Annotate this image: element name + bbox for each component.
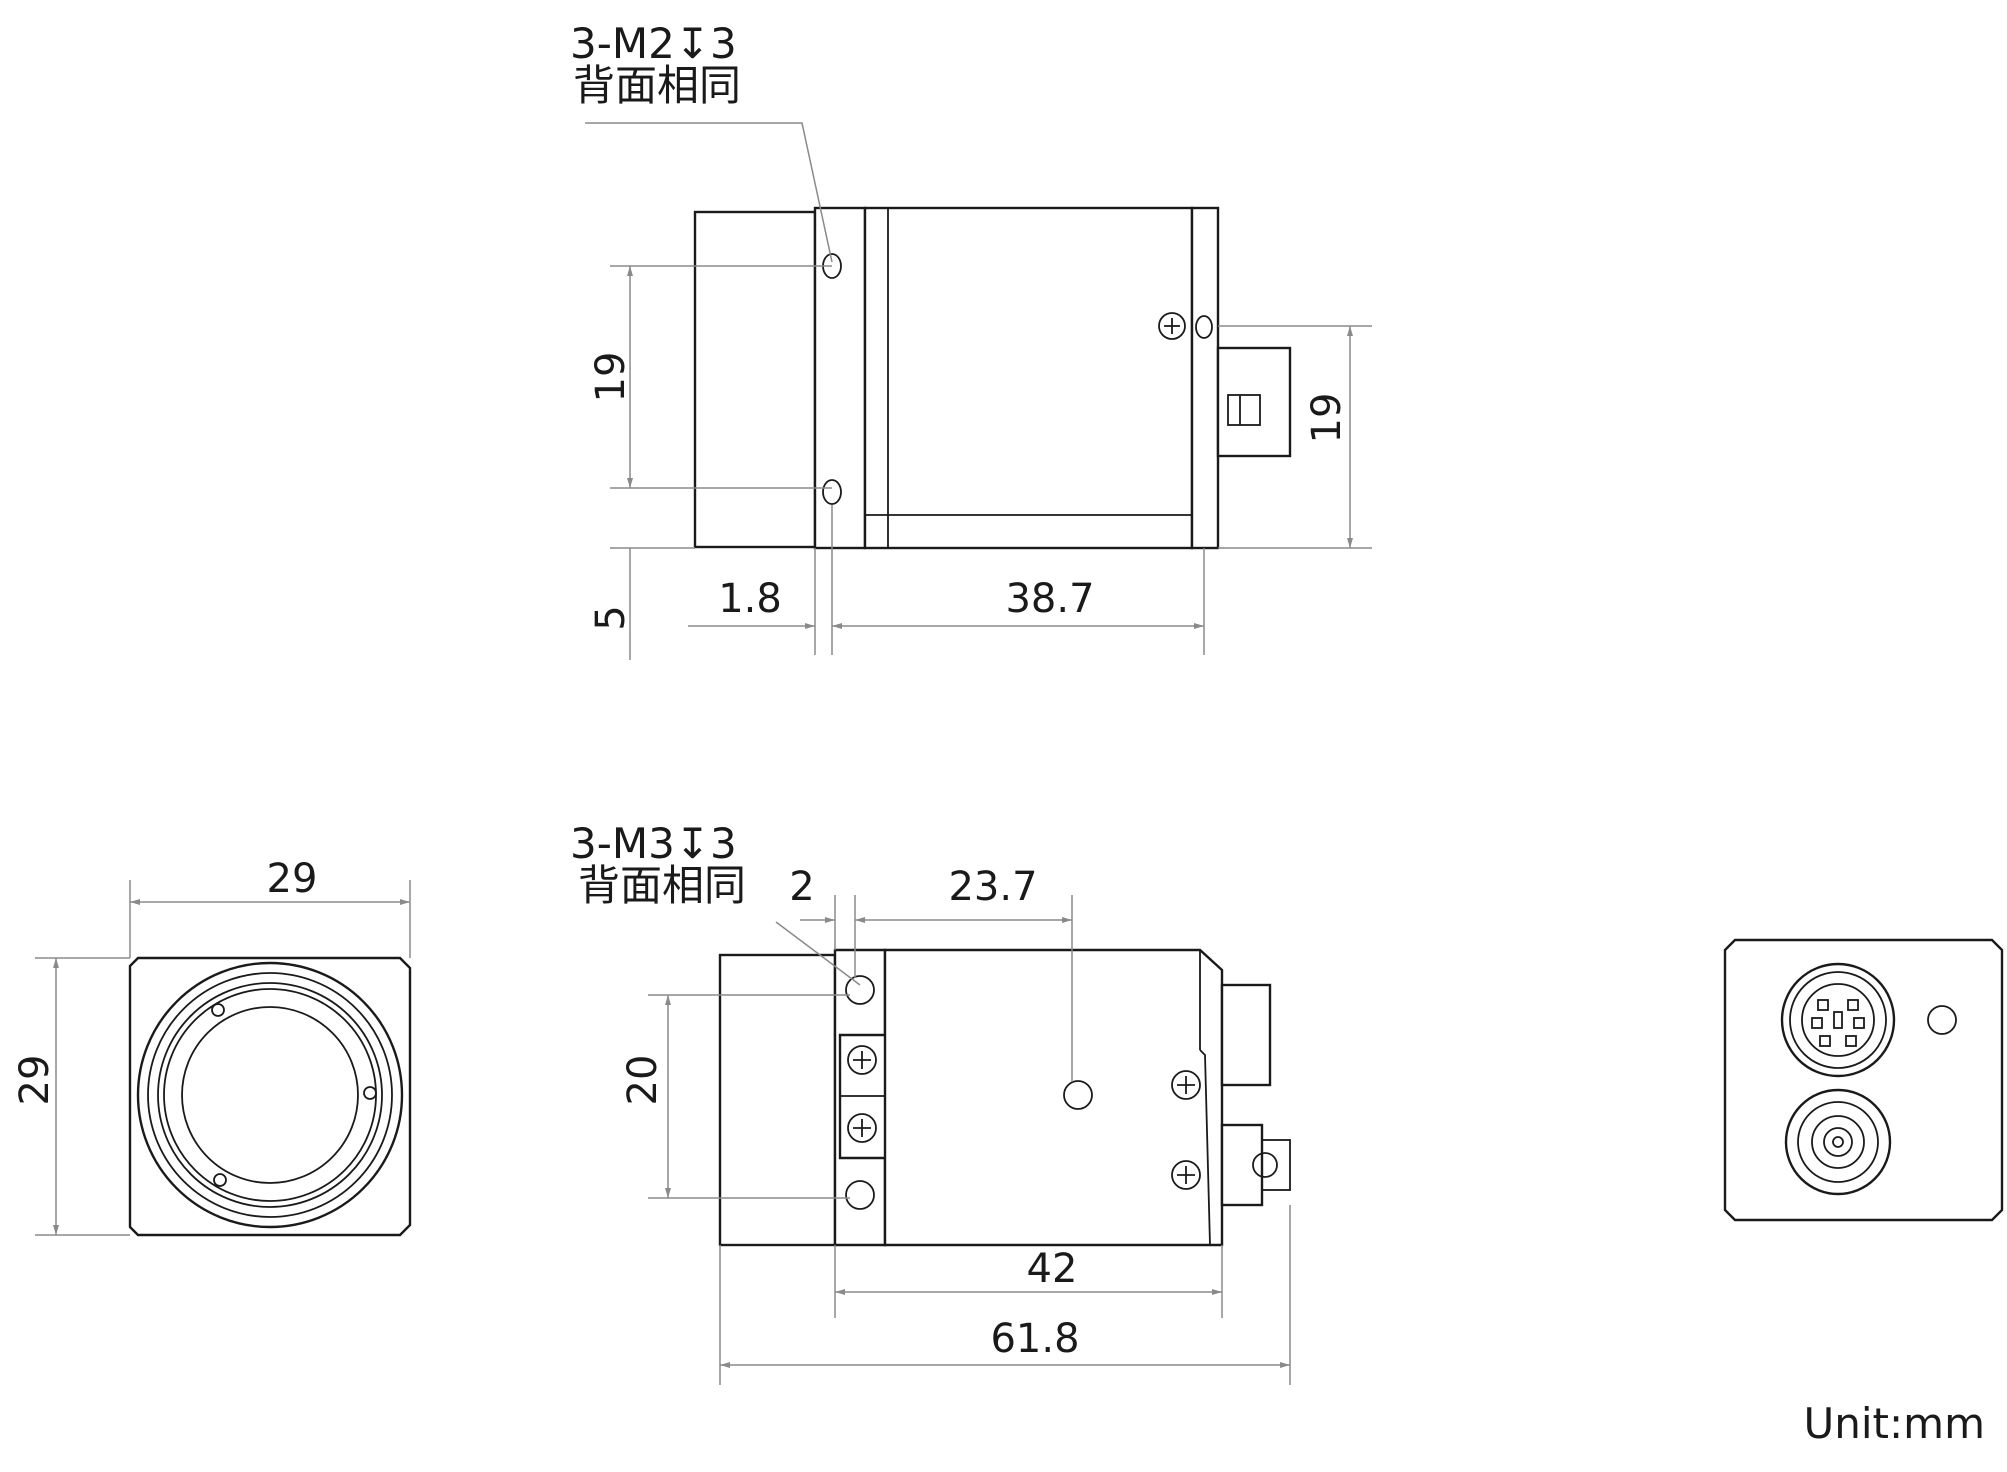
io-connector-icon — [1780, 962, 1896, 1078]
screw-icon — [847, 1045, 877, 1075]
mount-hole-icon — [363, 1086, 377, 1100]
dim-flange: 1.8 — [718, 576, 782, 622]
hole-note-line2: 背面相同 — [578, 861, 746, 910]
units-label: Unit:mm — [1804, 1399, 1985, 1448]
top-side-view: 3-M2↧3 背面相同 19 5 19 1.8 38.7 — [570, 19, 1372, 660]
mount-hole-icon — [822, 479, 842, 505]
mount-hole-icon — [213, 1173, 227, 1187]
dim-width: 29 — [267, 856, 318, 902]
dim-total: 61.8 — [990, 1316, 1079, 1362]
dim-offset: 5 — [588, 605, 634, 630]
mount-hole-icon — [845, 975, 875, 1005]
bnc-connector — [1220, 1123, 1264, 1207]
hole-note-line2: 背面相同 — [573, 61, 741, 110]
status-hole-icon — [1927, 1005, 1957, 1035]
lens-mount — [718, 953, 837, 1247]
rear-view — [1723, 938, 2004, 1222]
bnc-connector-icon — [1784, 1088, 1892, 1196]
screw-icon — [1171, 1160, 1201, 1190]
dim-height-left: 19 — [588, 352, 634, 403]
hole-note-line1: 3-M3↧3 — [570, 819, 737, 868]
screw-icon — [847, 1113, 877, 1143]
dim-height: 20 — [620, 1055, 666, 1106]
mount-hole-icon — [845, 1180, 875, 1210]
camera-body — [863, 206, 1194, 550]
connector — [1216, 346, 1292, 458]
screw-icon — [1158, 312, 1186, 340]
back-plate — [1190, 206, 1220, 550]
dim-flange: 2 — [789, 864, 814, 910]
dim-hole: 23.7 — [948, 864, 1037, 910]
sensor-aperture — [181, 1006, 359, 1184]
rear-face — [1723, 938, 2004, 1222]
dim-height: 29 — [12, 1055, 58, 1106]
dim-body: 38.7 — [1005, 576, 1094, 622]
hole-note-line1: 3-M2↧3 — [570, 19, 737, 68]
front-face — [128, 956, 412, 1237]
screw-icon — [1171, 1070, 1201, 1100]
bottom-side-view: 3-M3↧3 背面相同 2 23.7 20 42 61.8 — [570, 819, 1291, 1385]
lens-mount — [693, 210, 817, 549]
dim-body: 42 — [1027, 1246, 1078, 1292]
connector — [1220, 983, 1272, 1087]
mount-hole-icon — [1195, 315, 1213, 339]
front-view: 29 29 — [12, 856, 412, 1237]
mount-hole-icon — [1063, 1080, 1093, 1110]
mount-hole-icon — [211, 1003, 225, 1017]
camera-body — [883, 948, 1224, 1247]
dim-height-right: 19 — [1304, 393, 1350, 444]
